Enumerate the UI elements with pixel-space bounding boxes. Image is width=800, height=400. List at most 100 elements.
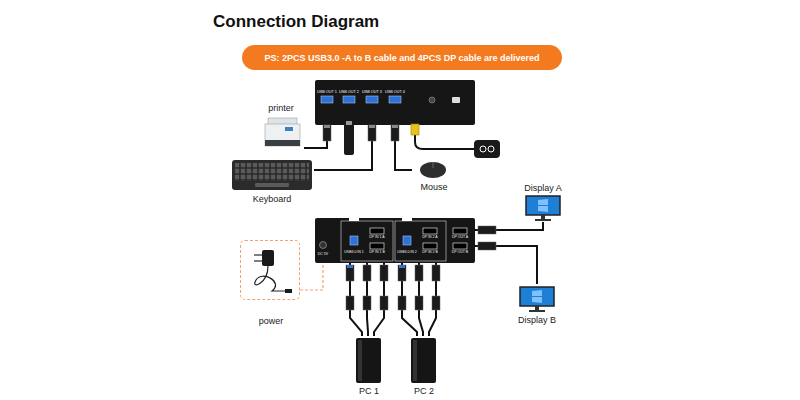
display-label: Display B xyxy=(518,316,556,325)
note-banner: PS: 2PCS USB3.0 -A to B cable and 4PCS D… xyxy=(242,45,562,70)
display: Display B xyxy=(512,284,562,327)
power-adapter-label: power xyxy=(259,317,284,326)
kvm-rear-panel-label: DP IN 2 B xyxy=(422,251,438,255)
mouse: Mouse xyxy=(412,156,456,194)
monitor-stand xyxy=(541,215,545,219)
pc-tower xyxy=(411,338,436,383)
usb-port xyxy=(389,96,401,103)
keyboard-keys xyxy=(235,163,309,181)
usb-a-plug xyxy=(398,296,406,310)
adapter-cable xyxy=(255,266,286,291)
kvm-housing xyxy=(315,80,475,125)
dongle-icon xyxy=(488,146,494,152)
pc-label: PC 1 xyxy=(359,387,379,396)
kvm-rear-panel-label: DP IN 1 A xyxy=(369,236,384,240)
dp-port xyxy=(453,243,467,249)
dp-port xyxy=(453,228,467,234)
dp-plug xyxy=(380,265,388,281)
mouse-button-split xyxy=(433,162,434,168)
kvm-rear-panel-label: DP OUT B xyxy=(452,251,468,255)
display: Display A xyxy=(518,182,568,222)
usb-port xyxy=(366,96,378,103)
adapter-prong xyxy=(254,260,262,262)
switch-button xyxy=(429,97,435,103)
dp-port xyxy=(370,243,384,249)
usb-b-port xyxy=(403,236,411,245)
kvm-front-panel: USB OUT 1USB OUT 2USB OUT 3USB OUT 4 xyxy=(315,80,475,125)
dp-plug xyxy=(478,242,496,250)
kvm-front-panel-label: USB OUT 2 xyxy=(339,91,359,95)
usb-plug xyxy=(323,125,331,141)
keyboard: Keyboard xyxy=(230,156,314,206)
plug-tip xyxy=(347,265,353,268)
group-tag xyxy=(402,218,412,221)
kvm-rear-panel-label: USB3.0 IN 2 xyxy=(397,251,416,255)
dp-plug xyxy=(432,296,440,310)
plug-tip xyxy=(392,125,398,128)
cable xyxy=(314,125,372,170)
screen-logo xyxy=(532,290,542,303)
diagram-title: Connection Diagram xyxy=(213,13,379,30)
pc-front-strip xyxy=(413,340,417,381)
dp-plug xyxy=(363,296,371,310)
pc-label: PC 2 xyxy=(414,387,434,396)
usb-b-plug xyxy=(398,265,406,281)
printer-tray xyxy=(265,140,300,146)
switch-slider xyxy=(452,97,460,103)
display-label: Display A xyxy=(524,184,562,193)
kvm-rear-panel-label: USB3.0 IN 1 xyxy=(344,251,363,255)
printer-screen xyxy=(285,127,293,131)
dongle-cable xyxy=(415,134,474,149)
kvm-rear-panel-label: DP IN 2 A xyxy=(422,236,437,240)
adapter-body xyxy=(262,250,274,266)
usb-a-plug xyxy=(346,296,354,310)
group-tag xyxy=(349,218,359,221)
kvm-front-panel-label: USB OUT 4 xyxy=(385,91,405,95)
screen-logo xyxy=(538,199,548,212)
monitor-screen xyxy=(520,287,554,306)
cable xyxy=(300,263,323,290)
dp-port xyxy=(370,228,384,234)
dc-jack xyxy=(320,242,327,249)
pc-tower xyxy=(356,338,381,383)
printer-label: printer xyxy=(268,104,294,113)
monitor-base xyxy=(535,219,551,221)
usb-b-plug xyxy=(346,265,354,281)
kvm-rear-panel-label: DP OUT A xyxy=(452,236,468,240)
printer: printer xyxy=(258,102,304,152)
dongle-device xyxy=(474,140,500,158)
usb-plug xyxy=(391,125,399,141)
kvm-housing xyxy=(315,218,475,263)
kvm-front-panel-label: USB OUT 1 xyxy=(317,91,337,95)
plug-tip xyxy=(369,125,375,128)
monitor-stand xyxy=(535,306,539,310)
cable xyxy=(475,246,537,284)
mouse-label: Mouse xyxy=(420,183,447,192)
dp-port xyxy=(423,228,437,234)
pc-front-strip xyxy=(358,340,362,381)
flash-drive xyxy=(344,121,354,155)
usb-port xyxy=(343,96,355,103)
usb-plug xyxy=(368,125,376,141)
note-banner-label: PS: 2PCS USB3.0 -A to B cable and 4PCS D… xyxy=(264,53,539,62)
monitor-screen xyxy=(526,196,560,215)
pc: PC 1 xyxy=(350,336,388,398)
dongle-icon xyxy=(480,146,486,152)
yellow-connector xyxy=(411,124,419,135)
printer-body xyxy=(265,124,300,146)
kvm-rear-panel: DC 5VUSB3.0 IN 1DP IN 1 ADP IN 1 BUSB3.0… xyxy=(315,218,475,263)
mouse-body xyxy=(420,162,446,178)
dp-plug xyxy=(432,265,440,281)
port-group-frame xyxy=(395,221,446,261)
usb-port xyxy=(321,96,333,103)
power-adapter: power xyxy=(240,240,300,300)
kvm-front-panel-label: USB OUT 3 xyxy=(362,91,382,95)
kvm-rear-panel-label: DC 5V xyxy=(318,253,328,257)
dp-plug xyxy=(478,226,496,234)
space-bar xyxy=(255,183,289,187)
monitor-base xyxy=(529,310,545,312)
port-group-frame xyxy=(341,221,393,261)
adapter-plug xyxy=(285,289,292,293)
keyboard-label: Keyboard xyxy=(253,195,292,204)
